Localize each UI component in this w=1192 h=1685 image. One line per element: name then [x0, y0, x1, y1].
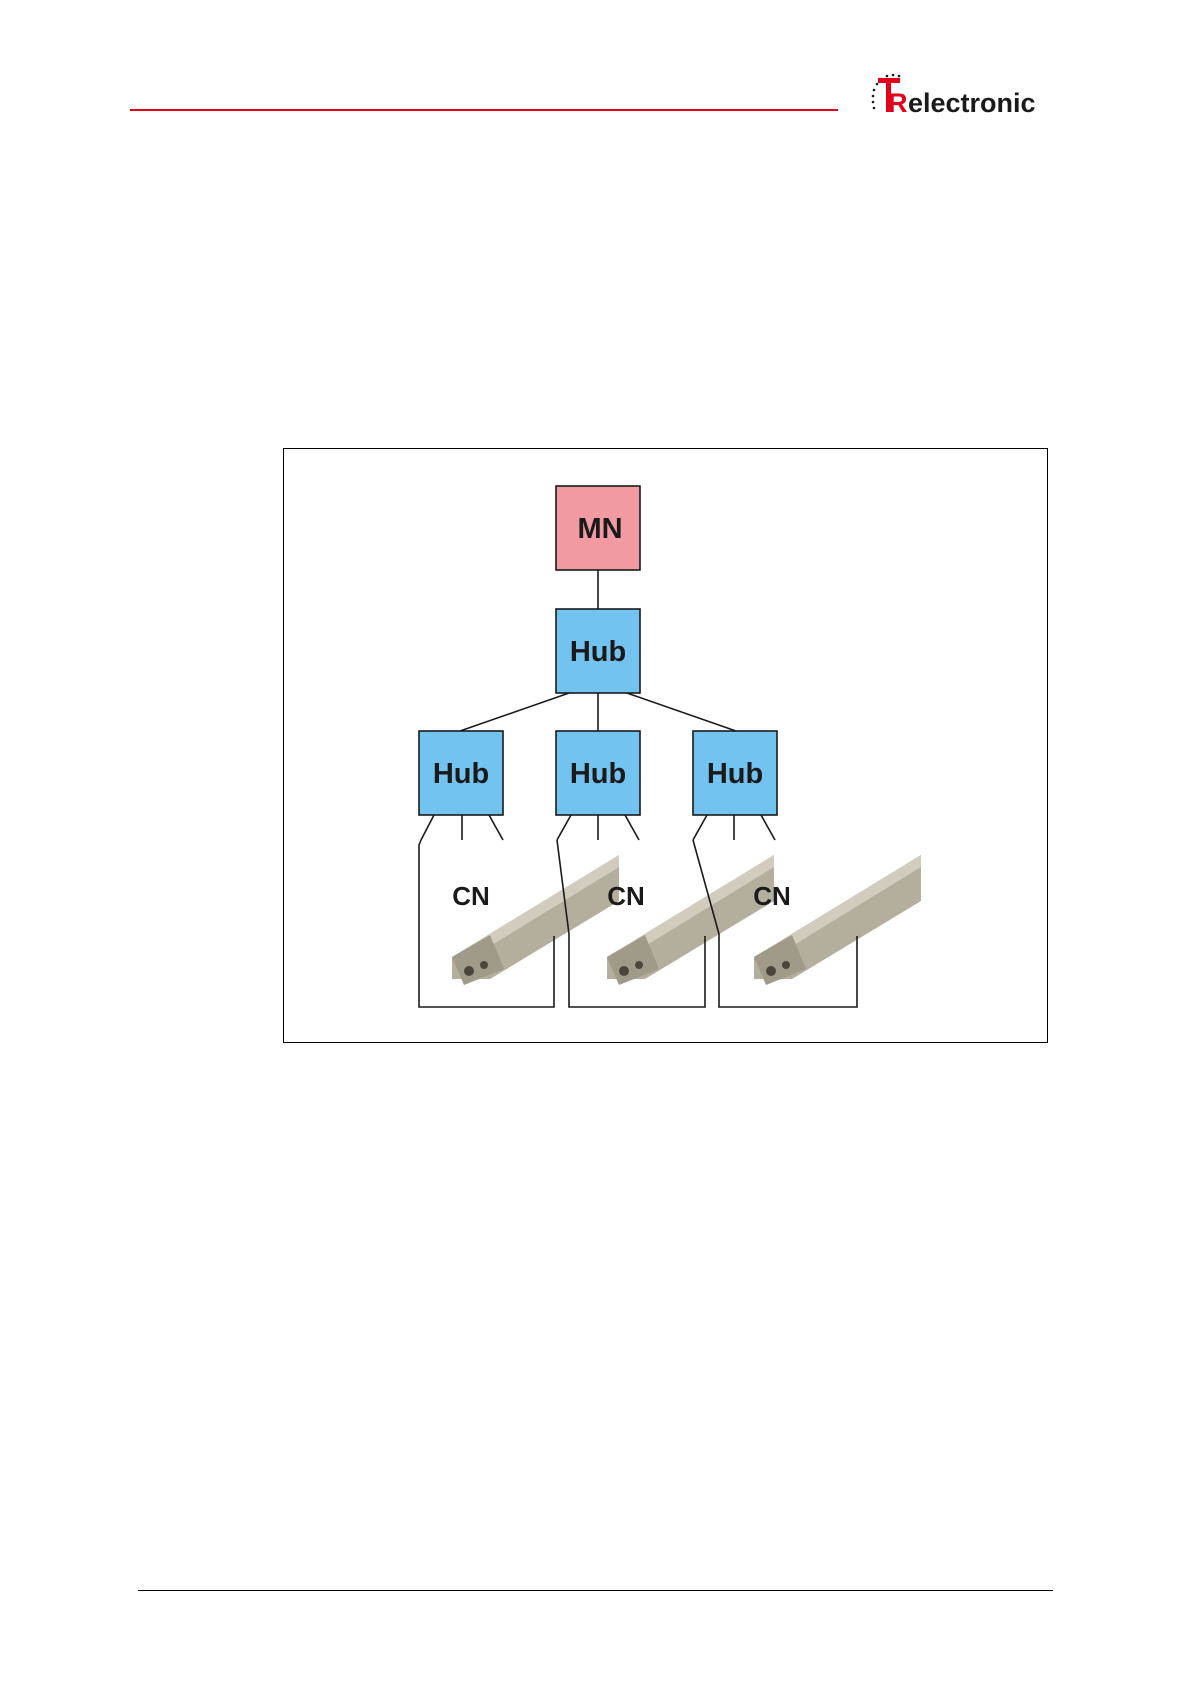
cn-label: CN: [753, 881, 791, 911]
hub-label: Hub: [433, 758, 489, 790]
mn-node: MN: [556, 486, 640, 570]
link-hub-hub-left: [460, 692, 572, 731]
stub-line: [761, 815, 775, 840]
hub-node-center: Hub: [556, 731, 640, 815]
network-diagram: MN Hub Hub Hub Hub CN CN CN: [284, 449, 1047, 1042]
stub-line: [625, 815, 639, 840]
network-diagram-frame: MN Hub Hub Hub Hub CN CN CN: [283, 448, 1048, 1043]
stub-line: [557, 815, 571, 840]
cn-label: CN: [607, 881, 645, 911]
cn-device-3: [754, 855, 921, 985]
stub-line: [421, 815, 434, 840]
mn-label: MN: [577, 513, 622, 545]
hub-node-right: Hub: [693, 731, 777, 815]
link-hub-hub-right: [624, 692, 736, 731]
stub-line: [693, 815, 707, 840]
cn-device-1: [452, 855, 619, 985]
cn-label: CN: [452, 881, 490, 911]
logo-initial: R: [888, 88, 908, 116]
cn-device-2: [607, 855, 774, 985]
hub-label: Hub: [570, 636, 626, 668]
logo-text: electronic: [908, 88, 1036, 116]
hub-node-top: Hub: [556, 609, 640, 693]
hub-label: Hub: [570, 758, 626, 790]
stub-line: [489, 815, 503, 840]
hub-node-left: Hub: [419, 731, 503, 815]
header-rule: [130, 109, 838, 111]
tr-electronic-logo: R electronic: [868, 72, 1043, 116]
footer-rule: [138, 1590, 1053, 1591]
hub-label: Hub: [707, 758, 763, 790]
